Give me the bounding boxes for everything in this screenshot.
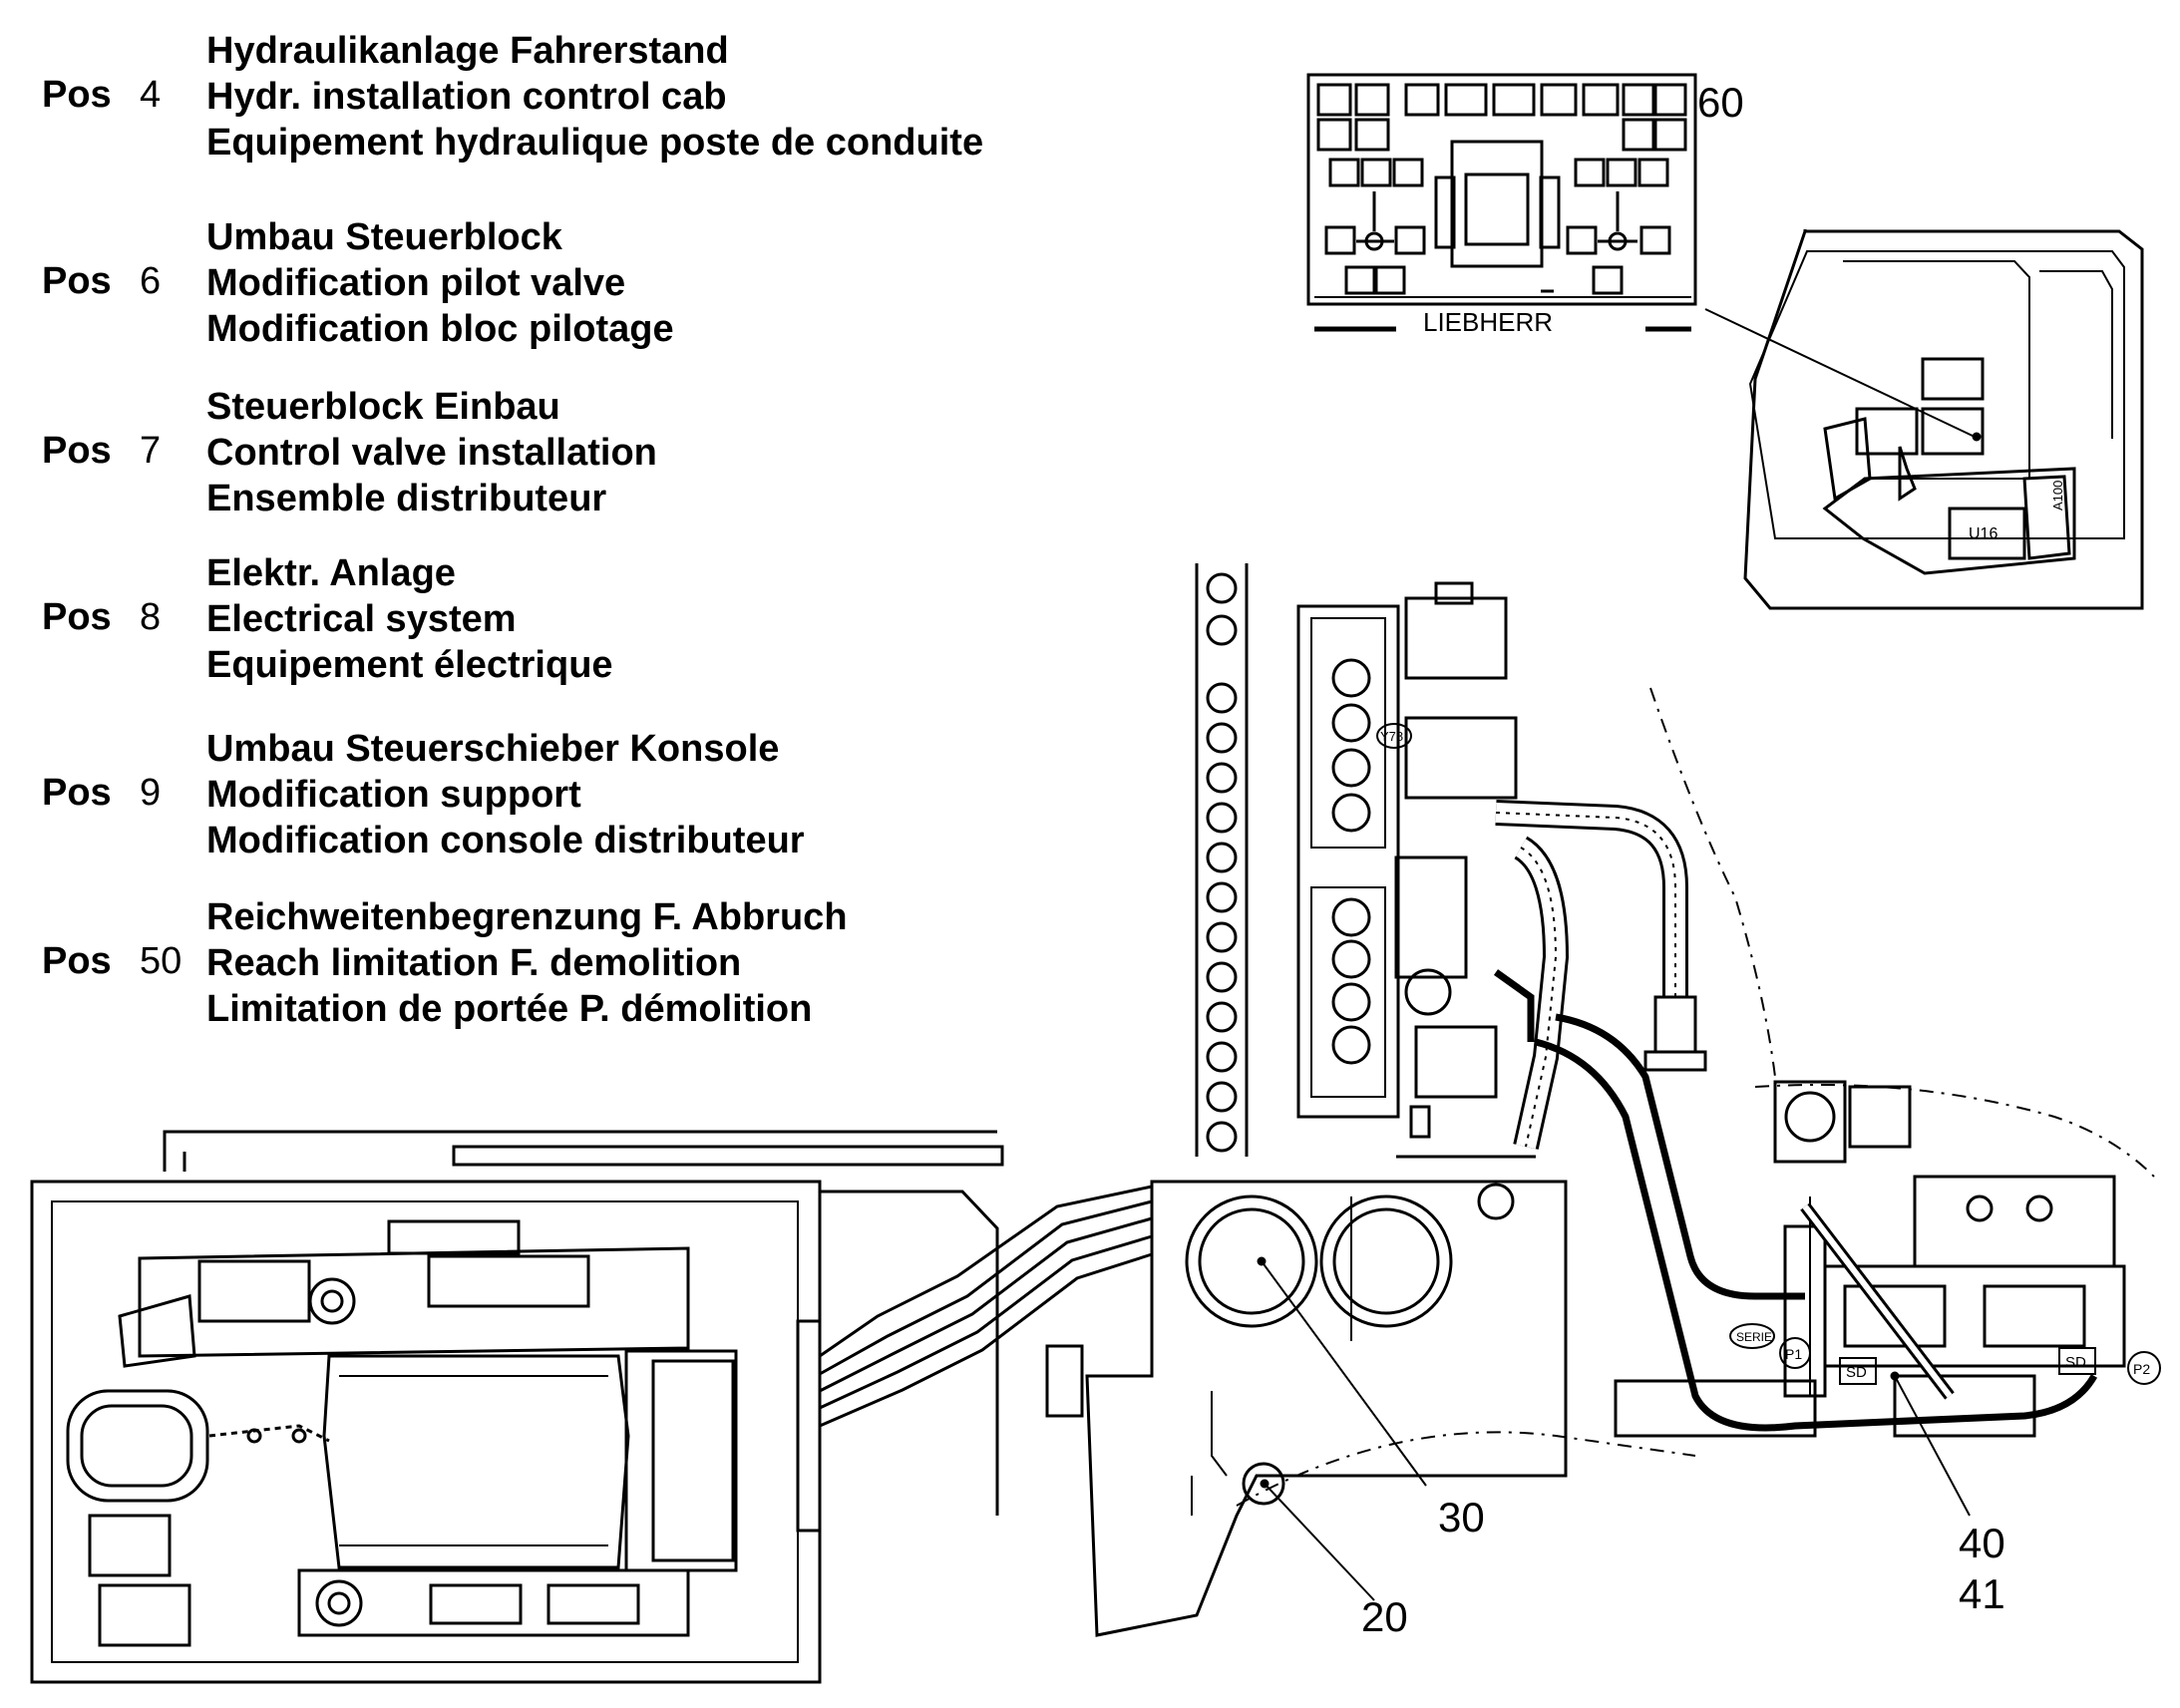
legend-line-fr: Limitation de portée P. démolition [206, 988, 813, 1030]
valve-block-assembly [1195, 563, 1536, 1159]
sd-label: SD [1846, 1364, 1867, 1381]
pos-number: 50 [140, 940, 182, 982]
u16-label: U16 [1969, 525, 1998, 542]
a100-label: A100 [2050, 481, 2065, 511]
brand-label: LIEBHERR [1423, 307, 1553, 337]
callout-60: 60 [1697, 79, 1744, 126]
legend-line-fr: Equipement hydraulique poste de conduite [206, 122, 984, 164]
pos-number: 7 [140, 430, 162, 472]
pos-number: 6 [140, 260, 162, 302]
y78-label: Y78 [1380, 729, 1403, 744]
pos-label: Pos [42, 772, 112, 814]
pos-number: 4 [140, 74, 162, 116]
legend-line-fr: Modification console distributeur [206, 820, 805, 861]
pilot-tube-rings [1206, 572, 1238, 1153]
legend-line-de: Hydraulikanlage Fahrerstand [206, 30, 729, 72]
callout-41: 41 [1959, 1570, 2005, 1617]
cab-isometric-view [1704, 229, 2144, 610]
pos-number: 9 [140, 772, 162, 814]
serie-label: SERIE [1736, 1330, 1772, 1344]
hydraulic-tank [1085, 1180, 1696, 1637]
legend-item-pos-50: Pos 50 Reichweitenbegrenzung F. Abbruch … [0, 894, 1117, 1034]
pos-label: Pos [42, 940, 112, 982]
callout-40: 40 [1959, 1520, 2005, 1566]
pump-assembly [1614, 687, 2161, 1438]
legend-line-en: Reach limitation F. demolition [206, 942, 742, 984]
legend-line-en: Hydr. installation control cab [206, 76, 727, 118]
legend-item-pos-7: Pos 7 Steuerblock Einbau Control valve i… [0, 384, 1117, 523]
leader-lines [1257, 1256, 1971, 1601]
legend-line-de: Umbau Steuerblock [206, 216, 562, 258]
legend-line-de: Umbau Steuerschieber Konsole [206, 728, 780, 770]
legend-item-pos-8: Pos 8 Elektr. Anlage Electrical system E… [0, 550, 1117, 690]
legend-line-fr: Equipement électrique [206, 644, 613, 686]
pos-label: Pos [42, 430, 112, 472]
legend-line-fr: Modification bloc pilotage [206, 308, 674, 350]
legend-line-en: Modification support [206, 774, 581, 816]
legend-line-de: Elektr. Anlage [206, 552, 456, 594]
hoses [1493, 800, 2098, 1432]
p1-label: P1 [1785, 1346, 1802, 1362]
p2-label: P2 [2133, 1361, 2150, 1377]
legend-item-pos-4: Pos 4 Hydraulikanlage Fahrerstand Hydr. … [0, 28, 1117, 168]
legend-line-fr: Ensemble distributeur [206, 478, 607, 519]
legend-line-en: Modification pilot valve [206, 262, 626, 304]
callout-30: 30 [1438, 1494, 1485, 1540]
legend-line-en: Electrical system [206, 598, 517, 640]
frame-outline [163, 1130, 1153, 1533]
sd-label: SD [2065, 1354, 2086, 1371]
cab-plan-view [30, 1180, 822, 1684]
legend-line-en: Control valve installation [206, 432, 657, 474]
legend-line-de: Reichweitenbegrenzung F. Abbruch [206, 896, 848, 938]
pos-label: Pos [42, 260, 112, 302]
pos-label: Pos [42, 596, 112, 638]
legend-line-de: Steuerblock Einbau [206, 386, 560, 428]
control-panel-sticker [1306, 73, 1697, 332]
legend-item-pos-6: Pos 6 Umbau Steuerblock Modification pil… [0, 214, 1117, 354]
callout-20: 20 [1361, 1593, 1408, 1640]
pos-label: Pos [42, 74, 112, 116]
pos-number: 8 [140, 596, 162, 638]
legend-item-pos-9: Pos 9 Umbau Steuerschieber Konsole Modif… [0, 726, 1117, 865]
